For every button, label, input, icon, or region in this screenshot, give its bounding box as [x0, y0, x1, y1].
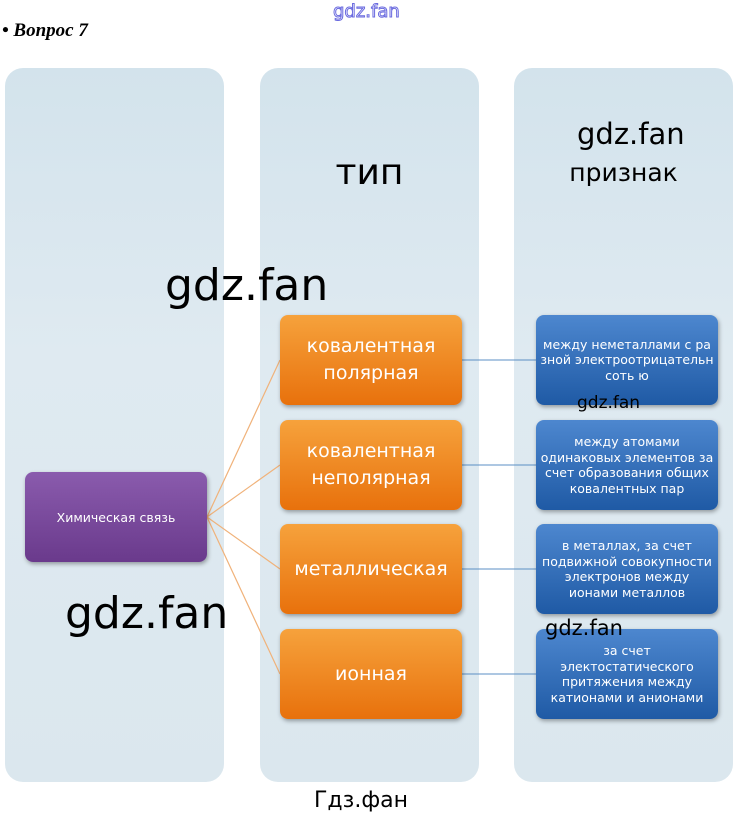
- feature-label: в металлах, за счет подвижной совокупнос…: [542, 538, 712, 600]
- feature-label: за счет электостатического притяжения ме…: [550, 643, 704, 705]
- watermark: gdz.fan: [545, 616, 623, 640]
- feature-header: признак: [569, 158, 678, 187]
- connector-root-type-4: [206, 516, 281, 675]
- connector-root-type-2: [206, 464, 281, 518]
- type-label: металлическая: [294, 557, 448, 580]
- watermark: gdz.fan: [165, 260, 329, 311]
- feature-label: между атомами одинаковых элементов за сч…: [540, 434, 714, 496]
- type-node: металлическая: [280, 524, 462, 614]
- type-label: ковалентная полярная: [306, 335, 436, 384]
- connector-root-type-3: [206, 516, 281, 570]
- type-node: ионная: [280, 629, 462, 719]
- watermark: gdz.fan: [577, 117, 685, 151]
- connector-root-type-1: [206, 359, 281, 518]
- watermark-bottom: Гдз.фан: [314, 788, 408, 813]
- feature-node: в металлах, за счет подвижной совокупнос…: [536, 524, 718, 614]
- root-label: Химическая связь: [56, 509, 176, 525]
- feature-node: между атомами одинаковых элементов за сч…: [536, 420, 718, 510]
- type-node: ковалентная полярная: [280, 315, 462, 405]
- type-header: тип: [335, 152, 404, 193]
- watermark: gdz.fan: [577, 393, 641, 413]
- feature-node: между неметаллами с разной электроотрица…: [536, 315, 718, 405]
- type-node: ковалентная неполярная: [280, 420, 462, 510]
- type-label: ковалентная неполярная: [306, 440, 436, 489]
- feature-label: между неметаллами с разной электроотрица…: [540, 336, 714, 383]
- question-heading: • Вопрос 7: [2, 20, 88, 41]
- watermark: gdz.fan: [65, 588, 229, 639]
- type-label: ионная: [335, 662, 407, 685]
- feature-node: за счет электостатического притяжения ме…: [536, 629, 718, 719]
- watermark-top: gdz.fan: [333, 1, 401, 23]
- column-root: [5, 68, 224, 782]
- root-node: Химическая связь: [25, 472, 207, 562]
